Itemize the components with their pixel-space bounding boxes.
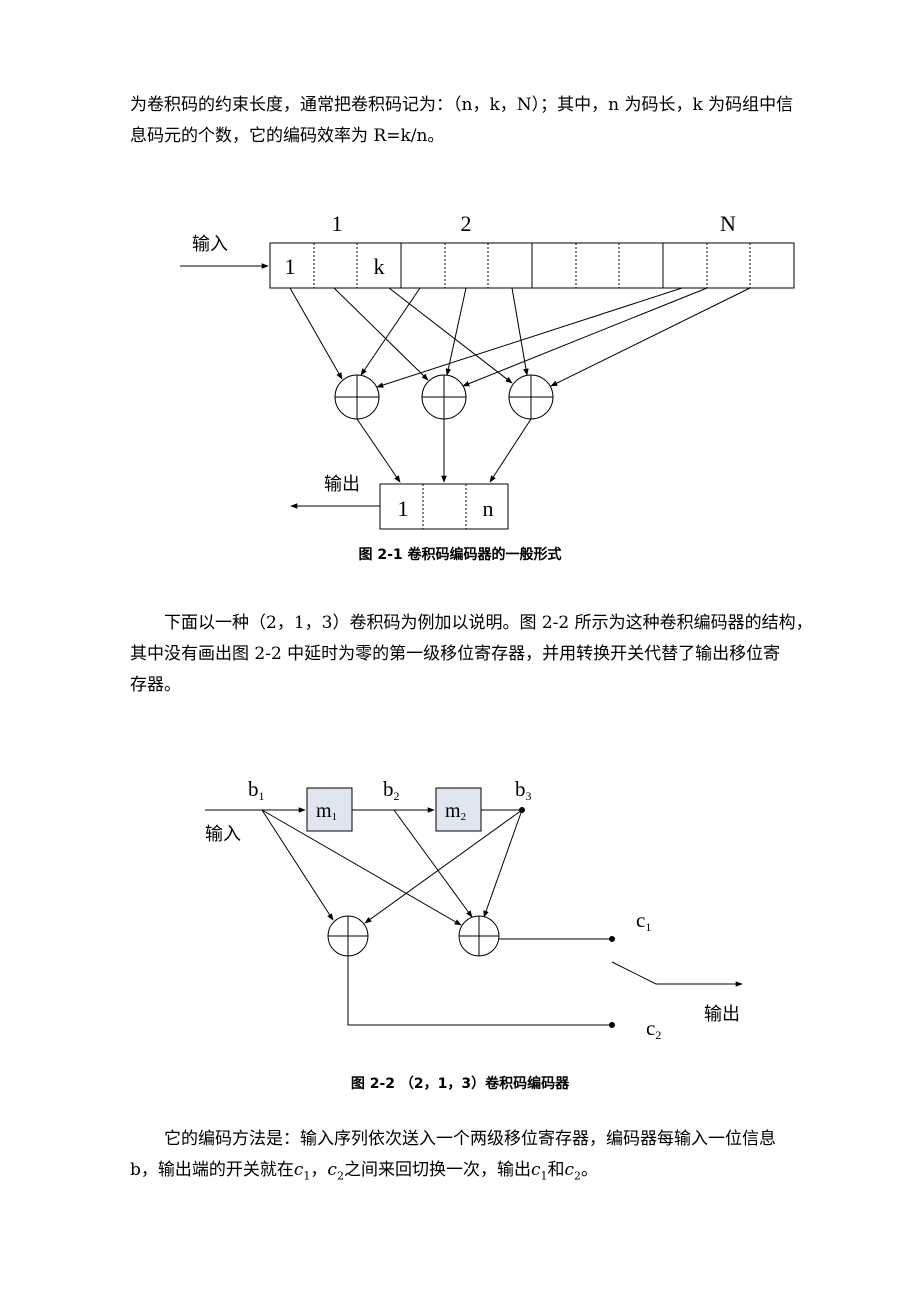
fig2-tap-lines <box>261 809 523 926</box>
output-switch <box>611 961 743 987</box>
paragraph-2: 下面以一种（2，1，3）卷积码为例加以说明。图 2-2 所示为这种卷积编码器的结… <box>130 608 830 701</box>
fig1-adder-1 <box>334 374 380 420</box>
fig1-register-cell-dividers <box>313 243 751 288</box>
paragraph-1-line-1: 为卷积码的约束长度，通常把卷积码记为：（n，k，N）；其中，n 为码长，k 为码… <box>130 95 794 115</box>
paragraph-3-line-2: b，输出端的开关就在c1，c2之间来回切换一次，输出c1和c2。 <box>130 1160 599 1183</box>
cell-label-k: k <box>374 254 385 279</box>
c2-line <box>347 956 610 1026</box>
fig1-tap-lines <box>289 287 751 388</box>
paragraph-3: 它的编码方法是：输入序列依次送入一个两级移位寄存器，编码器每输入一位信息 b，输… <box>130 1124 830 1191</box>
fig1-register-group-dividers <box>400 243 664 288</box>
m2-label: m2 <box>445 800 466 823</box>
paragraph-1: 为卷积码的约束长度，通常把卷积码记为：（n，k，N）；其中，n 为码长，k 为码… <box>130 90 830 152</box>
cell-label-1: 1 <box>285 254 296 279</box>
group-label-1: 1 <box>332 211 343 236</box>
figure-2-1: 1 2 N 输入 1 k <box>180 211 795 530</box>
fig1-adder-2 <box>421 374 467 420</box>
fig2-input-label: 输入 <box>205 824 241 845</box>
out-label-n: n <box>483 496 494 521</box>
group-label-2: 2 <box>461 211 472 236</box>
paragraph-2-line-2: 其中没有画出图 2-2 中延时为零的第一级移位寄存器，并用转换开关代替了输出移位… <box>130 644 781 664</box>
figure-2-2-caption: 图 2-2 （2，1，3）卷积码编码器 <box>350 1076 570 1092</box>
figure-2-1-caption: 图 2-1 卷积码编码器的一般形式 <box>358 547 562 563</box>
c1-node <box>609 936 615 942</box>
fig1-adder-3 <box>508 374 554 420</box>
paragraph-2-line-3: 存器。 <box>130 675 181 695</box>
c2-label: c2 <box>646 1016 661 1042</box>
fig1-output-label: 输出 <box>324 474 360 495</box>
b2-label: b2 <box>383 777 400 803</box>
b3-label: b3 <box>515 777 532 803</box>
b1-label: b1 <box>248 777 265 803</box>
register-m2 <box>435 787 482 832</box>
fig2-adder-1 <box>327 915 369 957</box>
c1-label: c1 <box>636 908 651 934</box>
paragraph-2-line-1: 下面以一种（2，1，3）卷积码为例加以说明。图 2-2 所示为这种卷积编码器的结… <box>164 613 813 633</box>
paragraph-3-line-1: 它的编码方法是：输入序列依次送入一个两级移位寄存器，编码器每输入一位信息 <box>164 1129 776 1149</box>
paragraph-1-line-2: 息码元的个数，它的编码效率为 R=k/n。 <box>130 126 445 146</box>
out-label-1: 1 <box>398 496 409 521</box>
m1-label: m1 <box>316 800 337 823</box>
group-label-n: N <box>720 211 736 236</box>
fig1-input-label: 输入 <box>192 234 228 255</box>
figure-2-2: 输入 b1 b2 b3 m1 m2 <box>205 777 743 1042</box>
register-m1 <box>306 787 353 832</box>
fig2-output-label: 输出 <box>704 1004 740 1025</box>
c2-node <box>609 1022 615 1028</box>
fig1-output-lines <box>356 418 532 483</box>
fig2-adder-2 <box>458 915 500 957</box>
